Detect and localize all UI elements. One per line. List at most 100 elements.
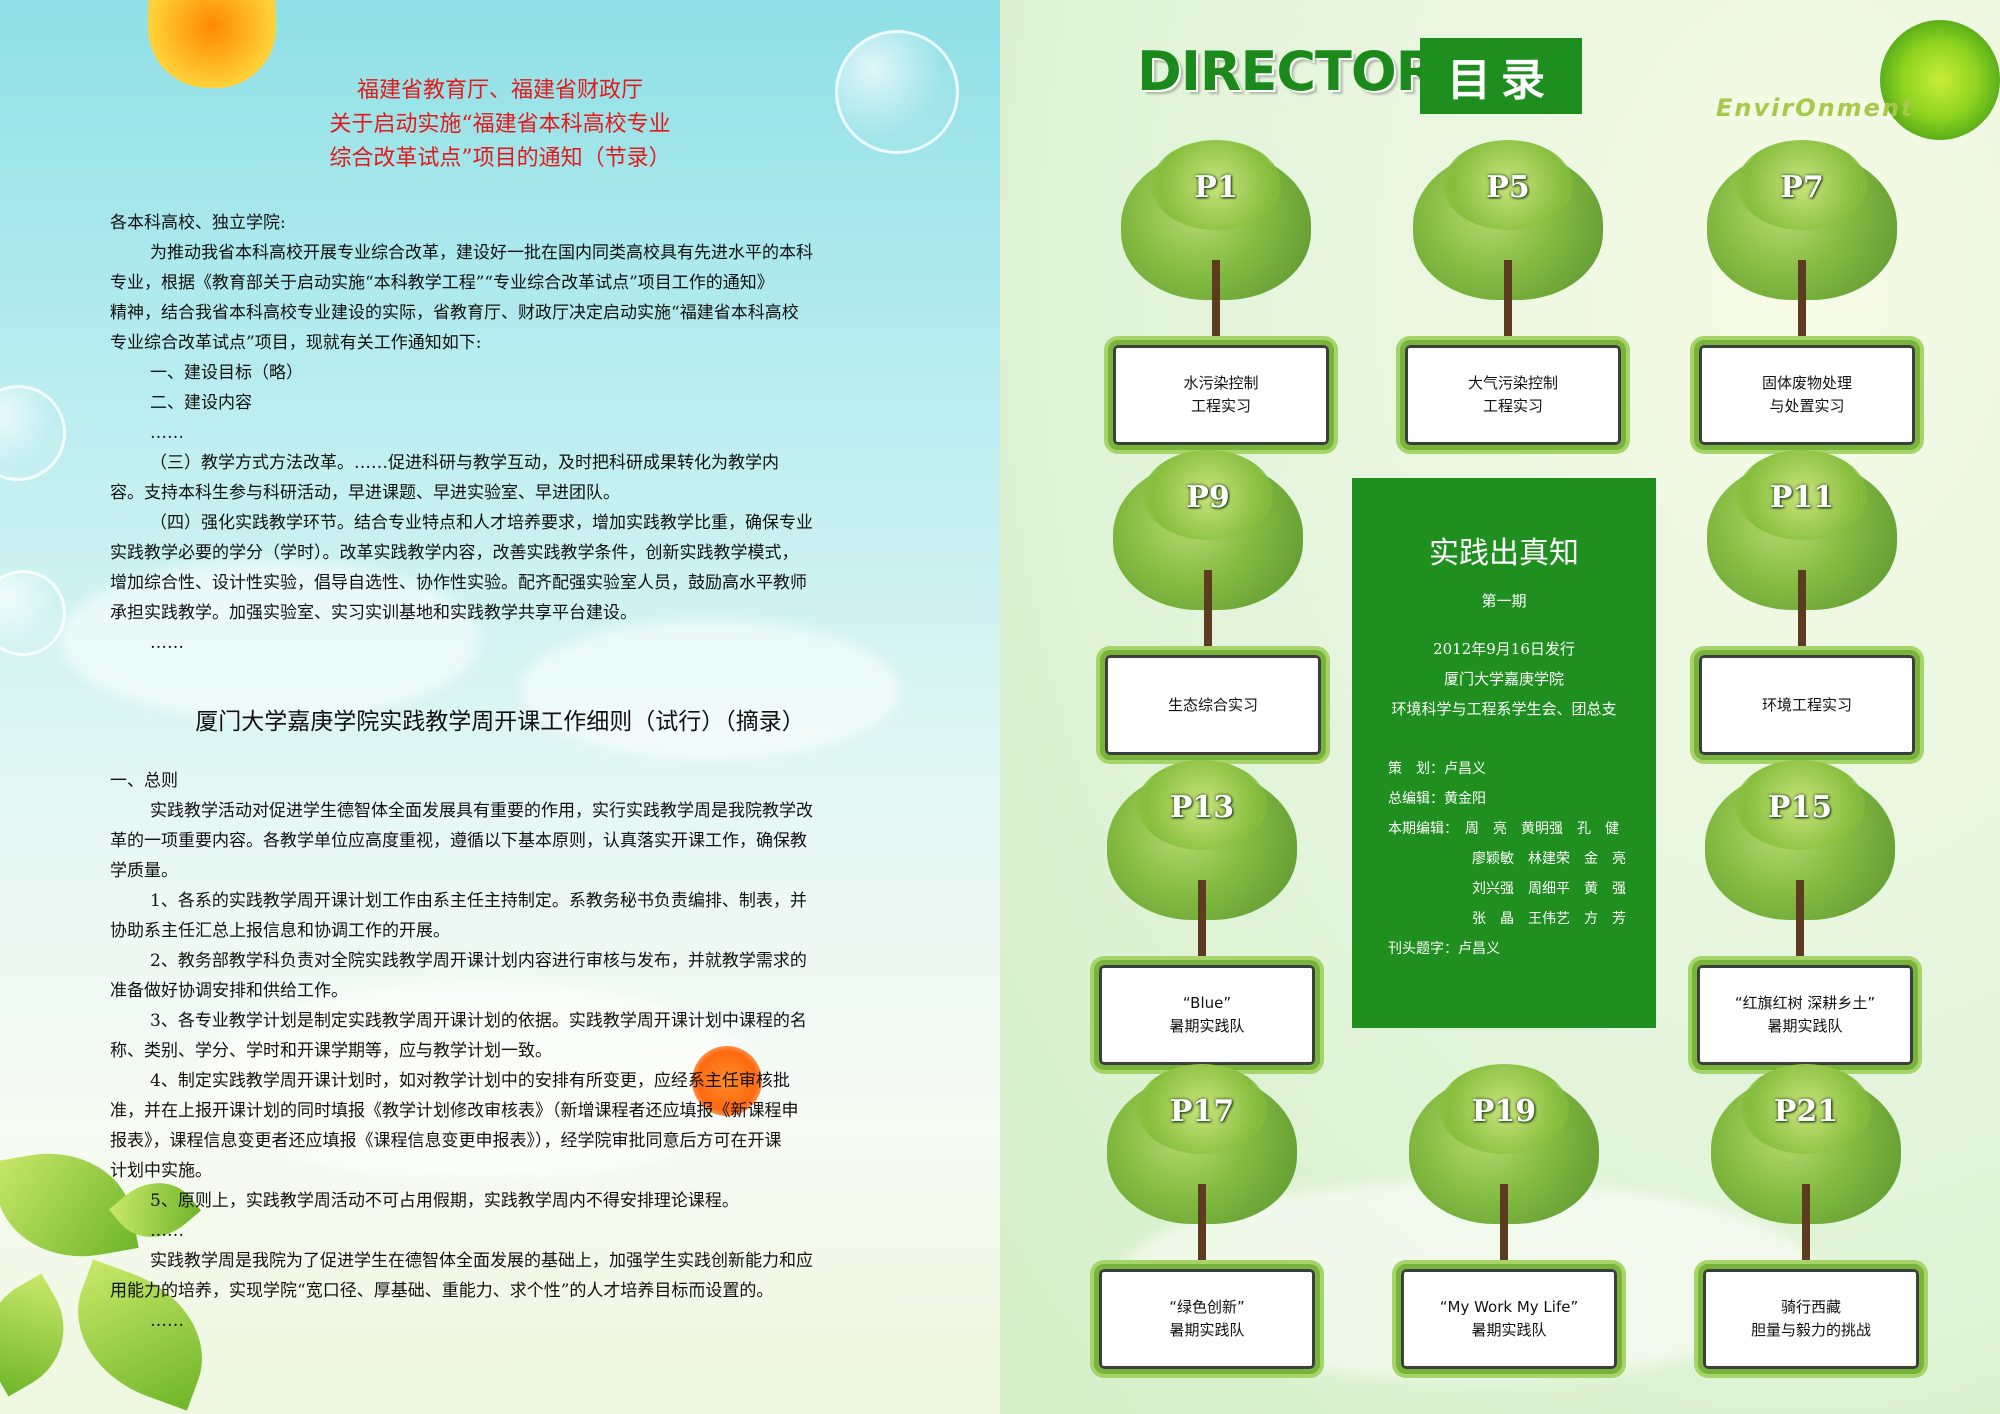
entry-sign: “My Work My Life”暑期实践队 — [1396, 1264, 1622, 1374]
directory-title: DIRECTORY — [1137, 40, 1472, 103]
page-number: P1 — [1194, 170, 1238, 205]
tree-crown — [1737, 450, 1867, 540]
paragraph: （三）教学方式方法改革。……促进科研与教学互动，及时把科研成果转化为教学内 — [150, 453, 779, 473]
directory-entry[interactable]: P17 “绿色创新”暑期实践队 — [1082, 1064, 1322, 1374]
staff-line: 本期编辑： 周 亮 黄明强 孔 健 — [1388, 821, 1619, 837]
tree-crown — [1443, 140, 1573, 230]
tree-trunk — [1500, 1184, 1508, 1294]
directory-entry[interactable]: P11 环境工程实习 — [1682, 450, 1922, 760]
paragraph: 2、教务部教学科负责对全院实践教学周开课计划内容进行审核与发布，并就教学需求的 — [150, 951, 807, 971]
notice-title-line: 福建省教育厅、福建省财政厅 — [356, 78, 643, 103]
staff-line: 策 划：卢昌义 — [1388, 761, 1486, 777]
tree-trunk — [1798, 260, 1806, 370]
entry-title: 胆量与毅力的挑战 — [1750, 1321, 1871, 1339]
paragraph: 3、各专业教学计划是制定实践教学周开课计划的依据。实践教学周开课计划中课程的名 — [150, 1011, 807, 1031]
entry-title: 工程实习 — [1190, 397, 1251, 415]
paragraph: 4、制定实践教学周开课计划时，如对教学计划中的安排有所变更，应经系主任审核批 — [150, 1071, 790, 1091]
bubble — [0, 570, 66, 656]
directory-entry[interactable]: P9 生态综合实习 — [1088, 450, 1328, 760]
tree-crown — [1735, 760, 1865, 850]
paragraph: 实践教学活动对促进学生德智体全面发展具有重要的作用，实行实践教学周是我院教学改 — [150, 801, 813, 821]
tree-crown — [1137, 1064, 1267, 1154]
leaf-decoration — [0, 1273, 87, 1397]
info-line: 厦门大学嘉庚学院 — [1443, 670, 1564, 688]
publication-info: 2012年9月16日发行 厦门大学嘉庚学院 环境科学与工程系学生会、团总支 — [1352, 634, 1656, 724]
page-number: P19 — [1471, 1094, 1537, 1129]
tree-trunk — [1212, 260, 1220, 370]
entry-title: 环境工程实习 — [1761, 695, 1852, 714]
directory-badge: 目录 — [1420, 38, 1582, 114]
info-line: 2012年9月16日发行 — [1433, 640, 1575, 658]
cloud — [520, 620, 900, 760]
sunflower-decoration — [148, 0, 276, 88]
bubble — [835, 30, 959, 154]
directory-entry[interactable]: P7 固体废物处理与处置实习 — [1682, 140, 1922, 450]
directory-entry[interactable]: P19 “My Work My Life”暑期实践队 — [1384, 1064, 1624, 1374]
directory-entry[interactable]: P13 “Blue”暑期实践队 — [1082, 760, 1322, 1070]
tree-trunk — [1198, 1184, 1206, 1294]
paragraph: 一、总则 — [110, 771, 178, 791]
paragraph: 二、建设内容 — [150, 393, 252, 413]
paragraph: 为推动我省本科高校开展专业综合改革，建设好一批在国内同类高校具有先进水平的本科 — [150, 243, 813, 263]
staff-line: 刘兴强 周细平 黄 强 — [1472, 881, 1626, 897]
cloud — [200, 980, 760, 1180]
directory-entry[interactable]: P15 “红旗红树 深耕乡土”暑期实践队 — [1680, 760, 1920, 1070]
staff-line: 刊头题字：卢昌义 — [1388, 941, 1500, 957]
paragraph: 协助系主任汇总上报信息和协调工作的开展。 — [110, 921, 450, 941]
paragraph: （四）强化实践教学环节。结合专业特点和人才培养要求，增加实践教学比重，确保专业 — [150, 513, 813, 533]
tree-trunk — [1504, 260, 1512, 370]
notice-title-line: 综合改革试点”项目的通知（节录） — [329, 146, 671, 171]
directory-entry[interactable]: P1 水污染控制工程实习 — [1096, 140, 1336, 450]
tree-crown — [1137, 760, 1267, 850]
tree-crown — [1439, 1064, 1569, 1154]
paragraph: 精神，结合我省本科高校专业建设的实际，省教育厅、财政厅决定启动实施“福建省本科高… — [110, 303, 799, 323]
paragraph: 一、建设目标（略） — [150, 363, 303, 383]
entry-sign: 大气污染控制工程实习 — [1400, 340, 1626, 450]
paragraph: …… — [150, 1221, 184, 1241]
paragraph: 学质量。 — [110, 861, 178, 881]
masthead-box: 实践出真知 第一期 2012年9月16日发行 厦门大学嘉庚学院 环境科学与工程系… — [1352, 478, 1656, 1028]
entry-sign: “Blue”暑期实践队 — [1094, 960, 1320, 1070]
entry-title: 工程实习 — [1482, 397, 1543, 415]
environment-logo-text: EnvirOnment — [1716, 94, 1915, 122]
entry-title: “红旗红树 深耕乡土” — [1734, 994, 1876, 1012]
paragraph: 实践教学必要的学分（学时）。改革实践教学内容，改善实践教学条件，创新实践教学模式… — [110, 543, 799, 563]
page-number: P5 — [1486, 170, 1530, 205]
bubble — [0, 385, 66, 481]
tree-crown — [1143, 450, 1273, 540]
directory-entry[interactable]: P5 大气污染控制工程实习 — [1388, 140, 1628, 450]
entry-sign: 固体废物处理与处置实习 — [1694, 340, 1920, 450]
paragraph: 革的一项重要内容。各教学单位应高度重视，遵循以下基本原则，认真落实开课工作，确保… — [110, 831, 807, 851]
directory-entry[interactable]: P21 骑行西藏胆量与毅力的挑战 — [1686, 1064, 1926, 1374]
notice-body: 各本科高校、独立学院: 为推动我省本科高校开展专业综合改革，建设好一批在国内同类… — [110, 208, 890, 658]
entry-sign: 骑行西藏胆量与毅力的挑战 — [1698, 1264, 1924, 1374]
paragraph: 容。支持本科生参与科研活动，早进课题、早进实验室、早进团队。 — [110, 483, 620, 503]
entry-title: 水污染控制 — [1183, 374, 1259, 392]
page-number: P17 — [1169, 1094, 1235, 1129]
paragraph: 专业综合改革试点”项目，现就有关工作通知如下: — [110, 333, 482, 353]
page-number: P11 — [1769, 480, 1835, 515]
tree-trunk — [1796, 880, 1804, 990]
entry-sign: “红旗红树 深耕乡土”暑期实践队 — [1692, 960, 1918, 1070]
paragraph: 各本科高校、独立学院: — [110, 213, 286, 233]
paragraph: 用能力的培养，实现学院“宽口径、厚基础、重能力、求个性”的人才培养目标而设置的。 — [110, 1281, 774, 1301]
green-sun-decoration — [1880, 20, 2000, 140]
paragraph: …… — [150, 423, 184, 443]
tree-trunk — [1798, 570, 1806, 680]
entry-title: 固体废物处理 — [1761, 374, 1852, 392]
orange-flower-decoration — [692, 1046, 762, 1116]
entry-title: 生态综合实习 — [1167, 695, 1258, 714]
staff-line: 张 晶 王伟艺 方 芳 — [1472, 911, 1626, 927]
tree-crown — [1737, 140, 1867, 230]
rules-body: 一、总则 实践教学活动对促进学生德智体全面发展具有重要的作用，实行实践教学周是我… — [110, 766, 890, 1336]
rules-title: 厦门大学嘉庚学院实践教学周开课工作细则（试行）（摘录） — [195, 709, 805, 735]
page-number: P7 — [1780, 170, 1824, 205]
page-number: P21 — [1773, 1094, 1839, 1129]
paragraph: 计划中实施。 — [110, 1161, 212, 1181]
entry-sign: 环境工程实习 — [1694, 650, 1920, 760]
paragraph: 专业，根据《教育部关于启动实施“本科教学工程”“专业综合改革试点”项目工作的通知… — [110, 273, 774, 293]
page-number: P9 — [1186, 480, 1230, 515]
entry-title: 大气污染控制 — [1467, 374, 1558, 392]
tree-trunk — [1802, 1184, 1810, 1294]
paragraph: 5、原则上，实践教学周活动不可占用假期，实践教学周内不得安排理论课程。 — [150, 1191, 739, 1211]
